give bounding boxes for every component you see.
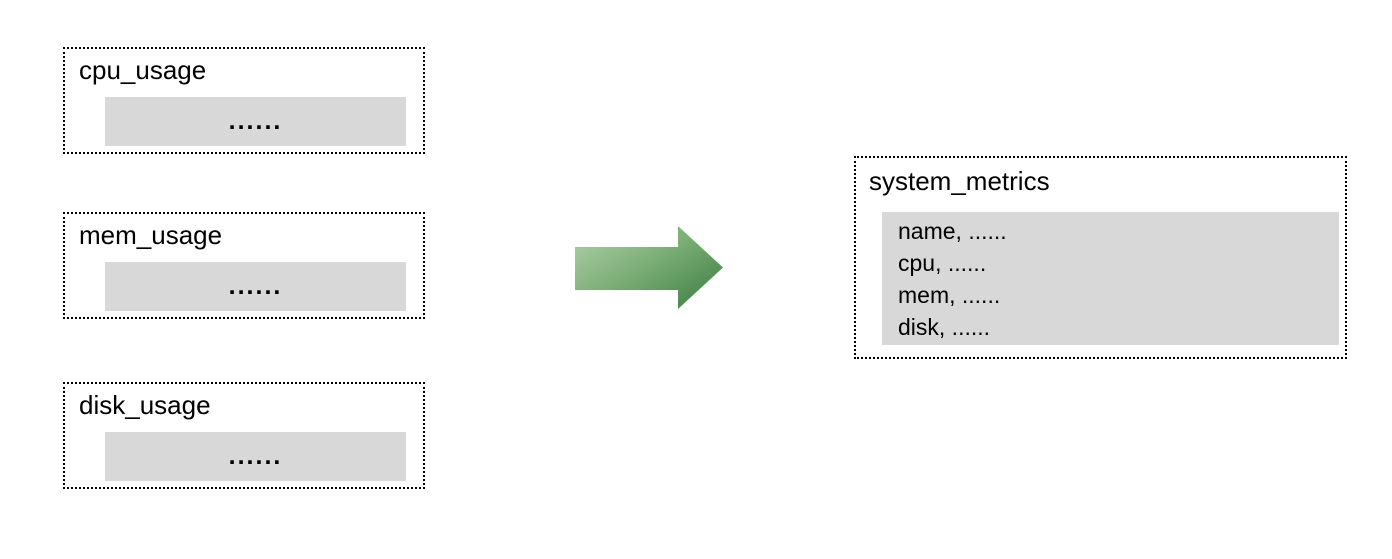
result-field: mem, ...... (898, 282, 1001, 308)
result-fields-panel: name, ...... cpu, ...... mem, ...... dis… (882, 212, 1339, 345)
source-box-disk-usage: disk_usage ...... (63, 382, 425, 489)
arrow-right-icon (575, 226, 723, 309)
source-box-title: disk_usage (79, 390, 211, 420)
result-field: name, ...... (898, 218, 1007, 244)
source-box-cpu-usage: cpu_usage ...... (63, 47, 425, 154)
source-box-placeholder-bar: ...... (105, 97, 406, 146)
source-box-mem-usage: mem_usage ...... (63, 212, 425, 319)
source-box-placeholder-bar: ...... (105, 432, 406, 481)
result-field: cpu, ...... (898, 250, 987, 276)
source-box-placeholder-bar: ...... (105, 262, 406, 311)
result-box-title: system_metrics (869, 166, 1050, 196)
result-field: disk, ...... (898, 314, 991, 340)
source-box-title: cpu_usage (79, 55, 207, 85)
source-box-title: mem_usage (79, 220, 223, 250)
result-box-system-metrics: system_metrics name, ...... cpu, ...... … (854, 156, 1347, 359)
